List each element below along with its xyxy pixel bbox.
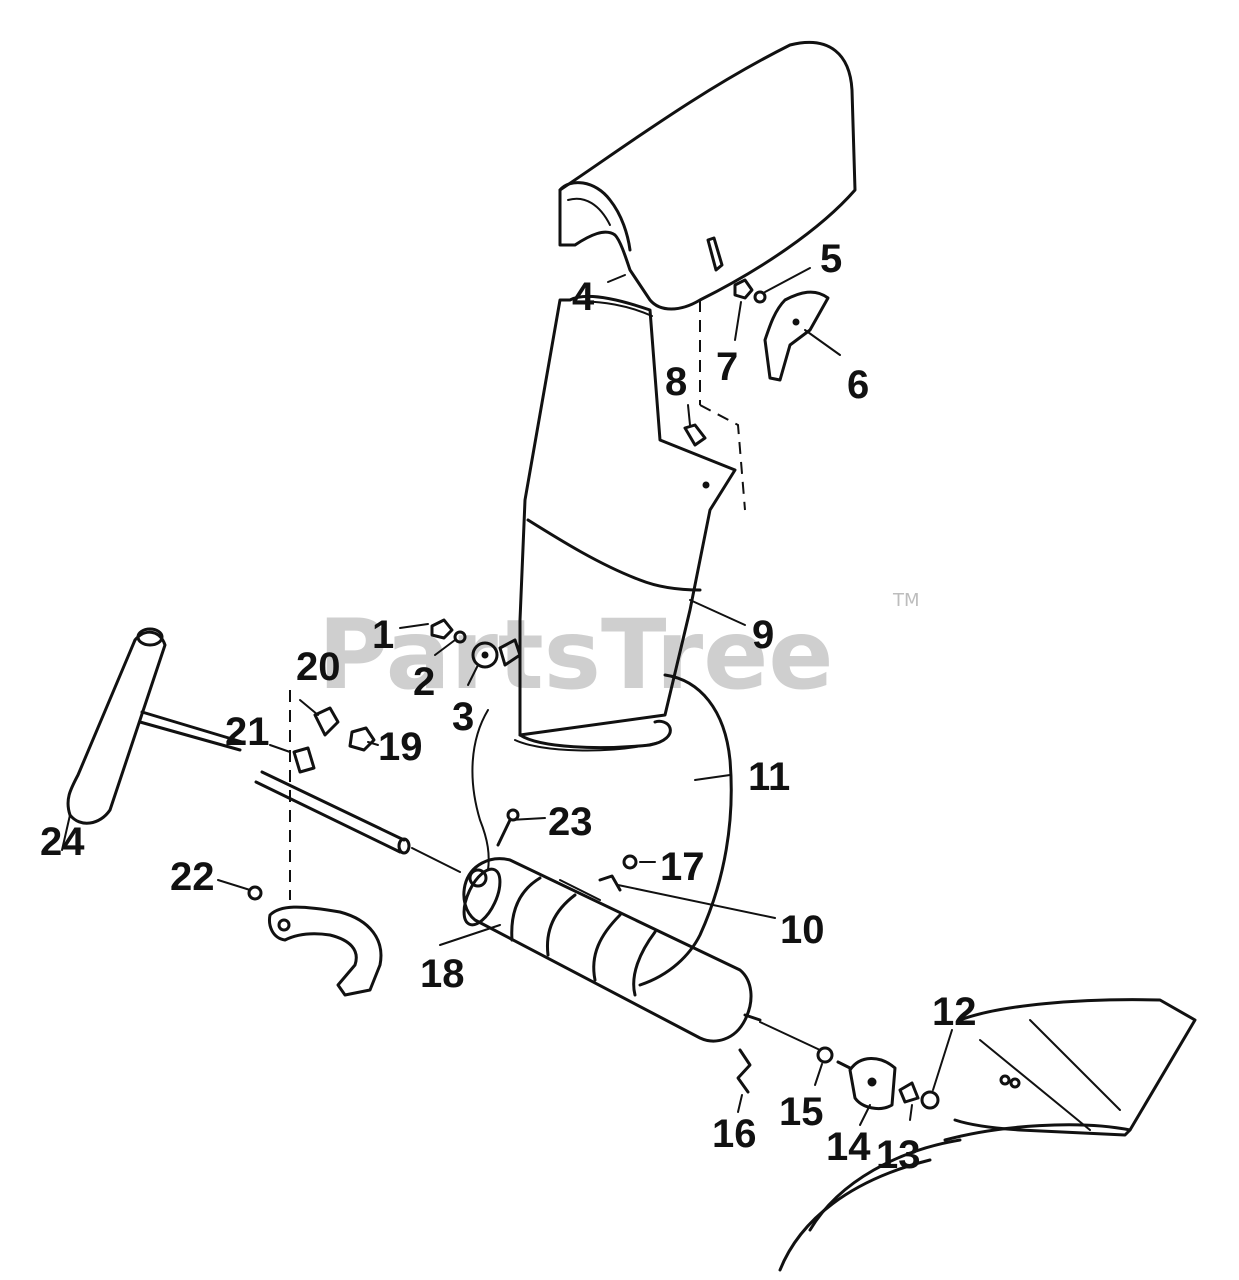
- part-9-chute: [514, 294, 737, 752]
- callout-23: 23: [548, 800, 593, 844]
- part-7-nut: [733, 278, 754, 300]
- part-14-plate: [836, 1057, 897, 1110]
- callout-18: 18: [420, 952, 465, 996]
- part-22-bracket-arm: [247, 885, 383, 997]
- part-3-bearing: [471, 638, 522, 669]
- callout-3: 3: [452, 695, 474, 739]
- part-10-clip: [598, 874, 622, 892]
- callout-20: 20: [296, 645, 341, 689]
- callout-4: 4: [572, 275, 595, 319]
- part-2-washer: [453, 630, 467, 644]
- callout-6: 6: [847, 363, 869, 407]
- part-21-bushing: [292, 746, 316, 774]
- callout-1: 1: [372, 613, 394, 657]
- part-19-nut: [348, 726, 376, 752]
- callout-13: 13: [876, 1133, 921, 1177]
- callout-17: 17: [660, 845, 705, 889]
- callout-7: 7: [716, 345, 738, 389]
- callout-11: 11: [748, 755, 790, 799]
- crank-rod: [254, 770, 411, 855]
- callout-24: 24: [40, 820, 85, 864]
- part-24-handle: [66, 627, 244, 825]
- callout-21: 21: [225, 710, 270, 754]
- callouts: 4 5 6 7 8 9 1 2 3 20 21 19 11 23 24 17 2…: [40, 237, 977, 1177]
- callout-16: 16: [712, 1112, 757, 1156]
- watermark-text: PartsTree: [318, 599, 833, 711]
- part-4-deflector: [558, 40, 857, 311]
- callout-8: 8: [665, 360, 687, 404]
- part-17-screw: [622, 854, 638, 870]
- part-13-screw: [898, 1081, 920, 1104]
- callout-14: 14: [826, 1125, 871, 1169]
- part-15-washer: [816, 1046, 834, 1064]
- part-8-bolt: [683, 423, 707, 447]
- callout-9: 9: [752, 613, 774, 657]
- callout-15: 15: [779, 1090, 824, 1134]
- callout-12: 12: [932, 990, 977, 1034]
- part-11-cable: [638, 673, 733, 987]
- part-23-pin: [496, 808, 520, 847]
- part-18-rotator: [462, 857, 762, 1043]
- part-20-fitting: [313, 706, 340, 737]
- watermark-trademark: TM: [892, 590, 920, 611]
- part-5-washer: [753, 290, 767, 304]
- callout-22: 22: [170, 855, 215, 899]
- callout-5: 5: [820, 237, 842, 281]
- part-6-bracket: [763, 290, 830, 382]
- part-12-nut: [920, 1090, 940, 1110]
- callout-19: 19: [378, 725, 423, 769]
- part-1-nut: [430, 618, 454, 640]
- callout-10: 10: [780, 908, 825, 952]
- leader-lines: [61, 267, 953, 1126]
- housing-frame: [778, 998, 1197, 1272]
- callout-2: 2: [413, 660, 435, 704]
- part-16-spring: [736, 1048, 752, 1094]
